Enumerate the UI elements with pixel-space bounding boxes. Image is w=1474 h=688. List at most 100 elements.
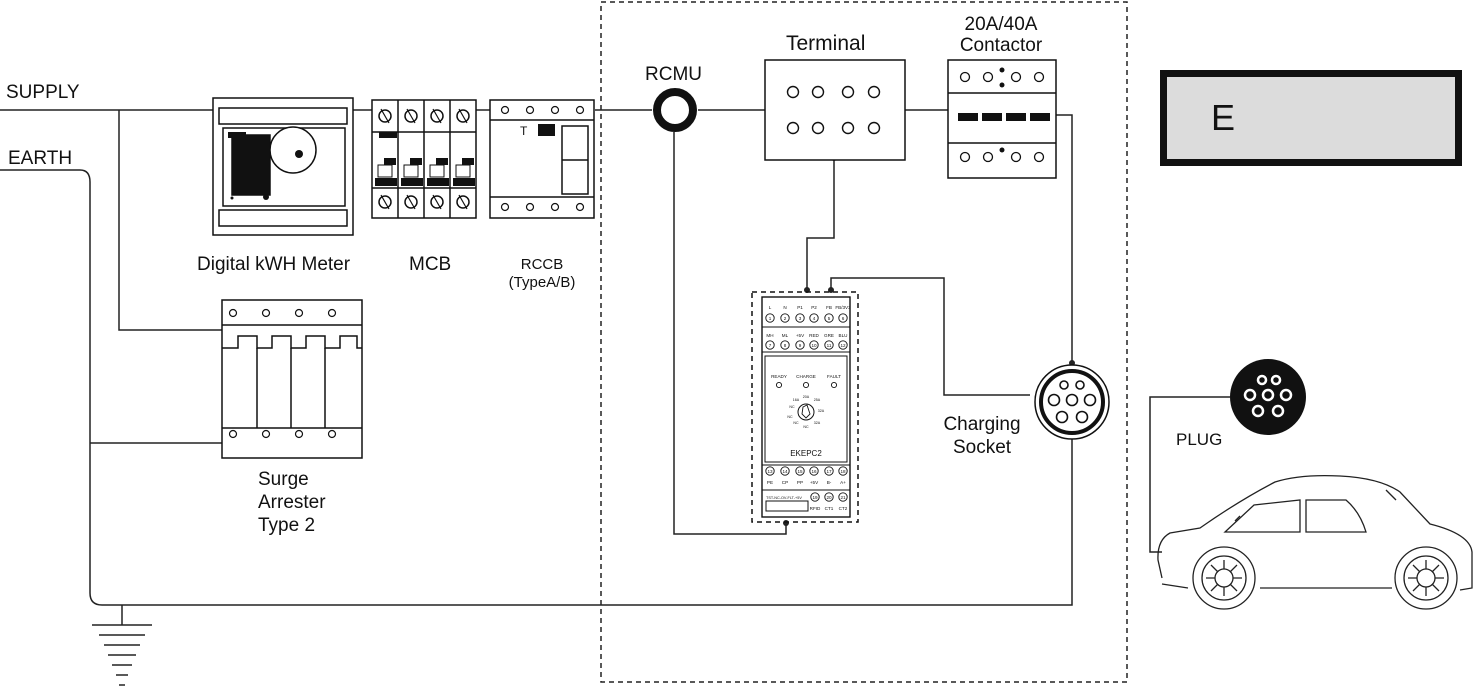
kwh-meter — [212, 97, 354, 236]
controller-dial-label: NC — [793, 421, 799, 425]
rcmu-ring — [653, 88, 697, 132]
controller-terminal-circle — [838, 466, 848, 476]
plug — [1230, 359, 1306, 435]
controller-terminal-label: FB — [826, 305, 832, 310]
controller-terminal-label: BLU — [839, 333, 848, 338]
controller-dial-label: 25A — [814, 398, 821, 402]
controller-terminal-label: CT1 — [825, 506, 834, 511]
meter-label: Digital kWH Meter — [197, 254, 351, 275]
display-panel: E — [1160, 70, 1462, 166]
controller-terminal-number: 7 — [769, 343, 772, 348]
controller-terminal-label: MH — [766, 333, 773, 338]
controller-terminal-label: +5V — [796, 333, 805, 338]
earth-label: EARTH — [8, 148, 73, 169]
controller-terminal-label: CP — [782, 480, 788, 485]
controller-terminal-number: 17 — [826, 469, 832, 474]
rccb-test-marker: T — [520, 124, 528, 138]
socket-label: Charging Socket — [928, 413, 1036, 459]
rcmu-controller-wire — [673, 132, 787, 535]
controller-terminal-circle — [838, 313, 848, 323]
controller-terminal-number: 3 — [799, 316, 802, 321]
controller-dial-label: 32A — [814, 421, 821, 425]
terminal-label: Terminal — [786, 32, 866, 55]
controller-terminal-label: N — [783, 305, 786, 310]
controller-terminal-circle — [795, 313, 805, 323]
controller-model-label: EKEPC2 — [790, 449, 822, 458]
controller-terminal-number: 16 — [811, 469, 817, 474]
controller-terminal-label: CT2 — [839, 506, 848, 511]
surge-tap-wire — [118, 110, 222, 331]
controller-terminal-circle — [765, 313, 775, 323]
controller-terminal-circle — [780, 466, 790, 476]
controller-code-label: TST-NC-OV-FLT-+5V — [766, 496, 802, 500]
controller-terminal-circle — [795, 466, 805, 476]
rccb-label-line2: (TypeA/B) — [508, 274, 576, 291]
controller-terminal-number: 8 — [784, 343, 787, 348]
surge-label-line2: Arrester — [258, 492, 326, 513]
terminal-block — [764, 59, 906, 161]
controller-terminal-circle — [809, 313, 819, 323]
controller-dial-label: NC — [789, 405, 795, 409]
controller-terminal-number: 5 — [828, 316, 831, 321]
contactor — [947, 59, 1057, 179]
controller-led — [830, 381, 838, 389]
controller-terminal-circle — [810, 492, 820, 502]
controller-terminal-circle — [824, 492, 834, 502]
controller-terminal-label: L — [769, 305, 772, 310]
controller-terminal-circle — [824, 340, 834, 350]
socket-label-line1: Charging — [943, 414, 1021, 435]
rccb-label-line1: RCCB — [520, 256, 564, 273]
terminal-controller-wire — [806, 158, 835, 292]
controller-led — [802, 381, 810, 389]
controller-terminal-label: B- — [827, 480, 832, 485]
controller-terminal-label: ML — [782, 333, 789, 338]
controller-terminal-number: 14 — [782, 469, 788, 474]
mcb-label: MCB — [409, 254, 452, 275]
wires — [0, 109, 1230, 625]
controller-led-label: CHARGE — [796, 374, 816, 379]
controller-terminal-number: 10 — [811, 343, 817, 348]
controller-dial-label: 20A — [803, 395, 810, 399]
display-letter: E — [1211, 97, 1236, 138]
controller-terminal-number: 9 — [799, 343, 802, 348]
earth-line — [0, 169, 1073, 606]
controller-terminal-number: 15 — [797, 469, 803, 474]
controller-terminal-number: 20 — [826, 495, 832, 500]
surge-label-line1: Surge — [258, 469, 309, 490]
controller-terminal-label: A+ — [840, 480, 846, 485]
charging-socket — [1034, 364, 1110, 440]
controller-terminal-number: 12 — [840, 343, 846, 348]
controller-terminal-circle — [838, 340, 848, 350]
controller-dial-knob — [801, 404, 811, 419]
controller-terminal-number: 1 — [769, 316, 772, 321]
controller-terminal-number: 6 — [842, 316, 845, 321]
surge-label-line3: Type 2 — [258, 515, 316, 536]
plug-label: PLUG — [1176, 430, 1223, 449]
controller-terminal-circle — [809, 340, 819, 350]
controller-terminal-number: 13 — [767, 469, 773, 474]
controller-terminal-label: P1 — [797, 305, 803, 310]
controller-terminal-number: 11 — [827, 343, 832, 348]
enclosure-boundary — [600, 1, 1128, 683]
car-outline — [1157, 474, 1473, 610]
ground-symbol — [92, 624, 152, 686]
mcb — [371, 99, 477, 219]
controller-terminal-label: GRE — [824, 333, 834, 338]
contactor-label-line1: 20A/40A — [964, 14, 1038, 35]
rccb-label: RCCB (TypeA/B) — [494, 256, 590, 292]
controller-terminal-label: P2 — [811, 305, 817, 310]
controller-terminal-number: 19 — [812, 495, 818, 500]
controller-terminal-circle — [824, 313, 834, 323]
controller-terminal-label: PE — [767, 480, 773, 485]
controller-led-label: FAULT — [827, 374, 841, 379]
controller-dial-label: NC — [787, 415, 793, 419]
controller-terminal-circle — [780, 313, 790, 323]
controller-current-dial — [797, 403, 815, 421]
controller-dial-label: NC — [803, 425, 809, 429]
controller-terminal-label: RFID — [810, 506, 821, 511]
controller-terminal-circle — [809, 466, 819, 476]
plug-car-wire — [1149, 396, 1230, 553]
socket-label-line2: Socket — [952, 437, 1012, 458]
contactor-label-line2: Contactor — [959, 35, 1043, 56]
